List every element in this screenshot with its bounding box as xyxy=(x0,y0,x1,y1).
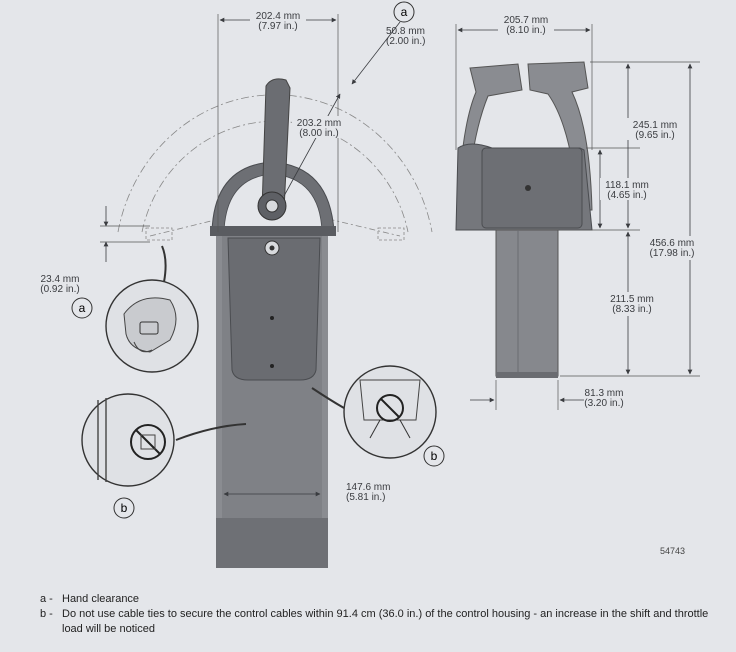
dim-upper-height-in: (9.65 in.) xyxy=(635,130,674,141)
dim-side-depth-mm: 81.3 mm xyxy=(585,388,624,399)
figure-id: 54743 xyxy=(660,546,686,556)
callout-b-left: b xyxy=(121,501,128,515)
dim-total-height-in: (17.98 in.) xyxy=(649,248,694,259)
front-view: 202.4 mm (7.97 in.) a 50.8 mm (2.00 in.)… xyxy=(40,1,445,568)
callout-b-right: b xyxy=(431,449,438,463)
dim-hand-clearance-mm: 23.4 mm xyxy=(41,274,80,285)
housing-base xyxy=(227,237,321,381)
legend-item-a: a - Hand clearance xyxy=(40,592,720,607)
legend-text-b: Do not use cable ties to secure the cont… xyxy=(62,608,709,635)
dim-mid-height-in: (4.65 in.) xyxy=(607,190,646,201)
dim-lower-height-in: (8.33 in.) xyxy=(612,304,651,315)
legend-item-b: b - Do not use cable ties to secure the … xyxy=(40,607,720,637)
dim-width-arc-in: (7.97 in.) xyxy=(258,21,297,32)
dim-mid-height-mm: 118.1 mm xyxy=(605,180,649,191)
dim-arc-offset-mm: 50.8 mm xyxy=(386,26,425,37)
control-diagram: 202.4 mm (7.97 in.) a 50.8 mm (2.00 in.)… xyxy=(40,1,700,568)
callout-a-left: a xyxy=(79,301,86,315)
dim-side-depth-in: (3.20 in.) xyxy=(584,398,623,409)
legend-text-a: Hand clearance xyxy=(62,593,140,605)
legend-key-b: b - xyxy=(40,608,53,620)
detail-cable-ties-right xyxy=(343,365,437,459)
dim-side-width-in: (8.10 in.) xyxy=(506,25,545,36)
side-column xyxy=(495,229,559,377)
dim-base-width-in: (5.81 in.) xyxy=(346,492,385,503)
legend: a - Hand clearance b - Do not use cable … xyxy=(40,592,720,637)
dim-lever-radius-mm: 203.2 mm xyxy=(297,118,341,129)
dim-arc-offset-in: (2.00 in.) xyxy=(386,36,425,47)
side-view: 205.7 mm (8.10 in.) 245.1 mm (9.65 in.) … xyxy=(455,14,700,410)
dim-width-arc-mm: 202.4 mm xyxy=(256,11,300,22)
dim-lever-radius-in: (8.00 in.) xyxy=(299,128,338,139)
dim-upper-height-mm: 245.1 mm xyxy=(633,120,677,131)
legend-key-a: a - xyxy=(40,593,53,605)
dim-total-height-mm: 456.6 mm xyxy=(650,238,694,249)
callout-a-top: a xyxy=(401,5,408,19)
dim-side-width-mm: 205.7 mm xyxy=(504,15,548,26)
dim-base-width-mm: 147.6 mm xyxy=(346,482,390,493)
control-lever xyxy=(261,78,291,211)
dim-hand-clearance-in: (0.92 in.) xyxy=(40,284,79,295)
dim-lower-height-mm: 211.5 mm xyxy=(610,294,654,305)
detail-cable-ties-left xyxy=(81,393,175,487)
